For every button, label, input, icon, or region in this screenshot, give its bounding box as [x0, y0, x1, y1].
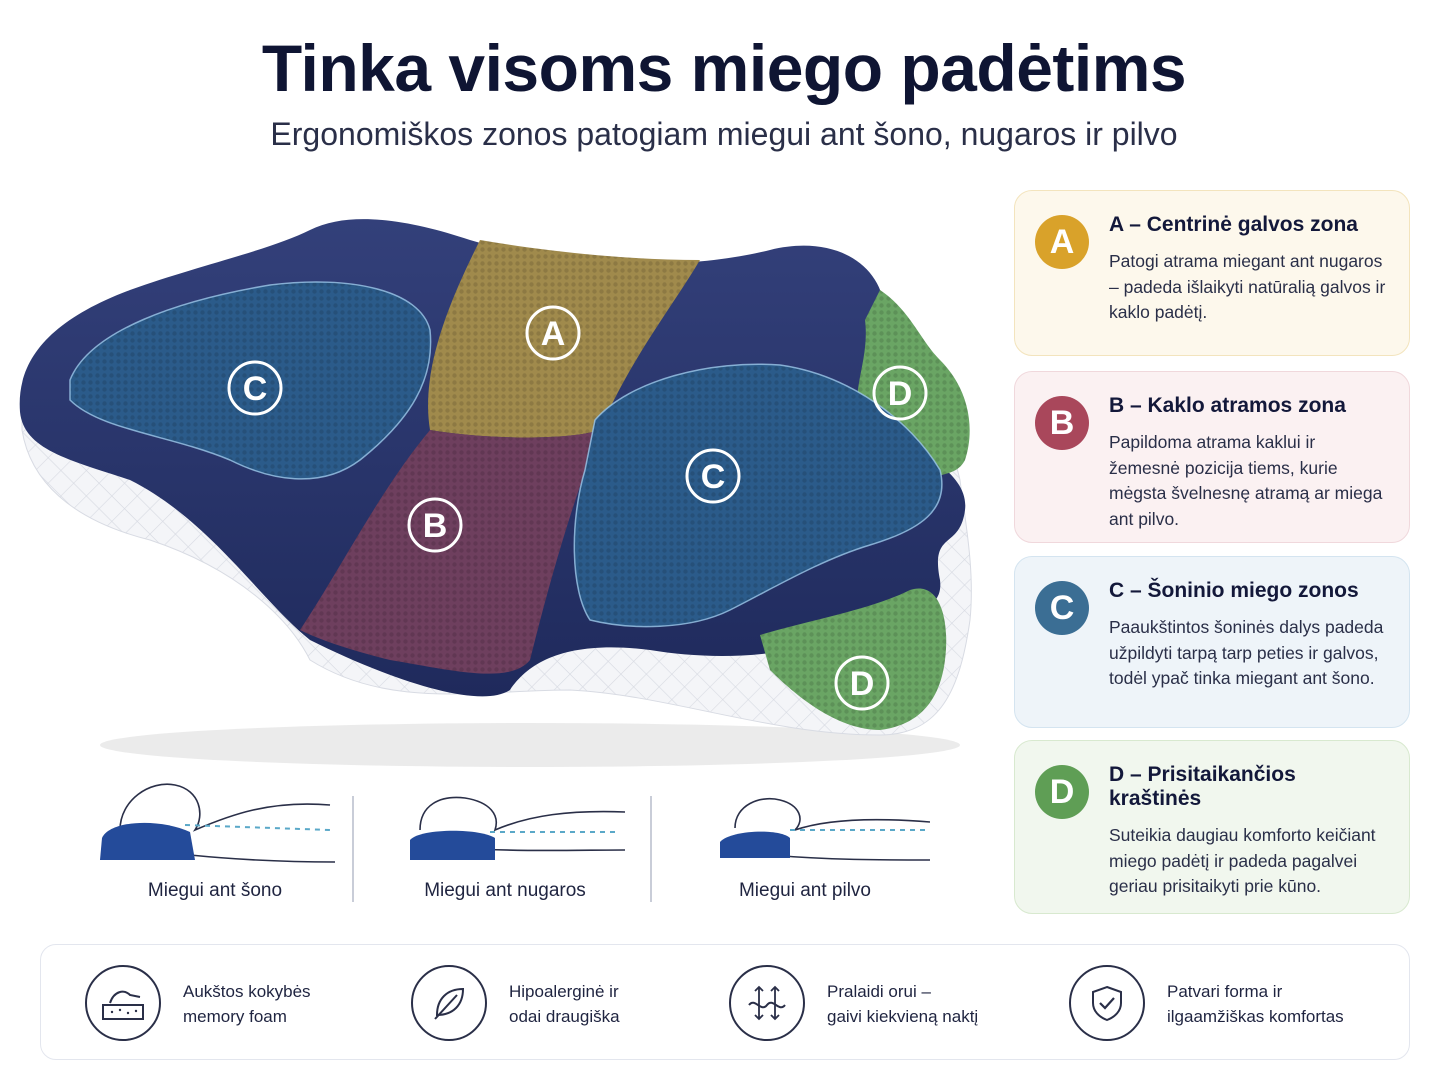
svg-text:C: C [243, 370, 268, 408]
zone-marker-c-left: C [227, 360, 283, 416]
zone-card-b: B B – Kaklo atramos zona Papildoma atram… [1014, 371, 1410, 543]
position-back: Miegui ant nugaros [360, 770, 650, 910]
pillow-illustration: A B C C D D [19, 219, 972, 767]
zone-card-title: B – Kaklo atramos zona [1109, 394, 1346, 417]
position-label: Miegui ant pilvo [738, 880, 872, 901]
zone-marker-a: A [525, 305, 581, 361]
zone-card-text: Paaukštintos šoninės dalys padeda užpild… [1109, 617, 1384, 688]
position-label: Miegui ant šono [147, 880, 283, 901]
zone-badge-a: A [1035, 215, 1089, 269]
position-label: Miegui ant nugaros [424, 880, 586, 901]
zone-marker-b: B [407, 497, 463, 553]
svg-text:A: A [541, 315, 566, 353]
leaf-icon [411, 965, 487, 1041]
page-title: Tinka visoms miego padėtims [261, 31, 1187, 105]
zone-card-title: A – Centrinė galvos zona [1109, 213, 1358, 236]
zone-card-text: Patogi atrama miegant ant nugaros – pade… [1109, 251, 1386, 322]
memory-foam-icon [85, 965, 161, 1041]
svg-text:C: C [701, 458, 726, 496]
zone-card-title: D – Prisitaikančios kraštinės [1109, 763, 1296, 810]
zone-card-title: C – Šoninio miego zonos [1109, 579, 1359, 602]
svg-text:D: D [888, 375, 913, 413]
svg-text:D: D [850, 665, 875, 703]
stomach-sleeper-icon [720, 798, 930, 861]
side-sleeper-icon [100, 783, 336, 863]
zone-badge-c: C [1035, 581, 1089, 635]
zone-badge-d: D [1035, 765, 1089, 819]
zone-marker-d-top: D [872, 365, 928, 421]
zone-card-text: Papildoma atrama kaklui ir žemesnė pozic… [1109, 432, 1383, 529]
feature-text: Pralaidi orui –gaivi kiekvieną naktį [827, 982, 979, 1026]
zone-card-c: C C – Šoninio miego zonos Paaukštintos š… [1014, 556, 1410, 728]
zone-card-d: D D – Prisitaikančios kraštinės Suteikia… [1014, 740, 1410, 914]
zone-marker-d-bottom: D [834, 655, 890, 711]
zone-badge-b: B [1035, 396, 1089, 450]
position-divider [650, 796, 652, 902]
svg-text:B: B [423, 507, 448, 545]
position-stomach: Miegui ant pilvo [660, 770, 950, 910]
zone-card-a: A A – Centrinė galvos zona Patogi atrama… [1014, 190, 1410, 356]
zone-marker-c-right: C [685, 448, 741, 504]
airflow-icon [729, 965, 805, 1041]
sleep-positions: Miegui ant šono Miegui ant nugaros Miegu… [70, 770, 950, 910]
back-sleeper-icon [410, 796, 626, 860]
zone-card-text: Suteikia daugiau komforto keičiant miego… [1109, 825, 1376, 896]
shield-check-icon [1069, 965, 1145, 1041]
position-divider [352, 796, 354, 902]
page-subtitle: Ergonomiškos zonos patogiam miegui ant š… [270, 116, 1178, 152]
position-side: Miegui ant šono [70, 770, 360, 910]
